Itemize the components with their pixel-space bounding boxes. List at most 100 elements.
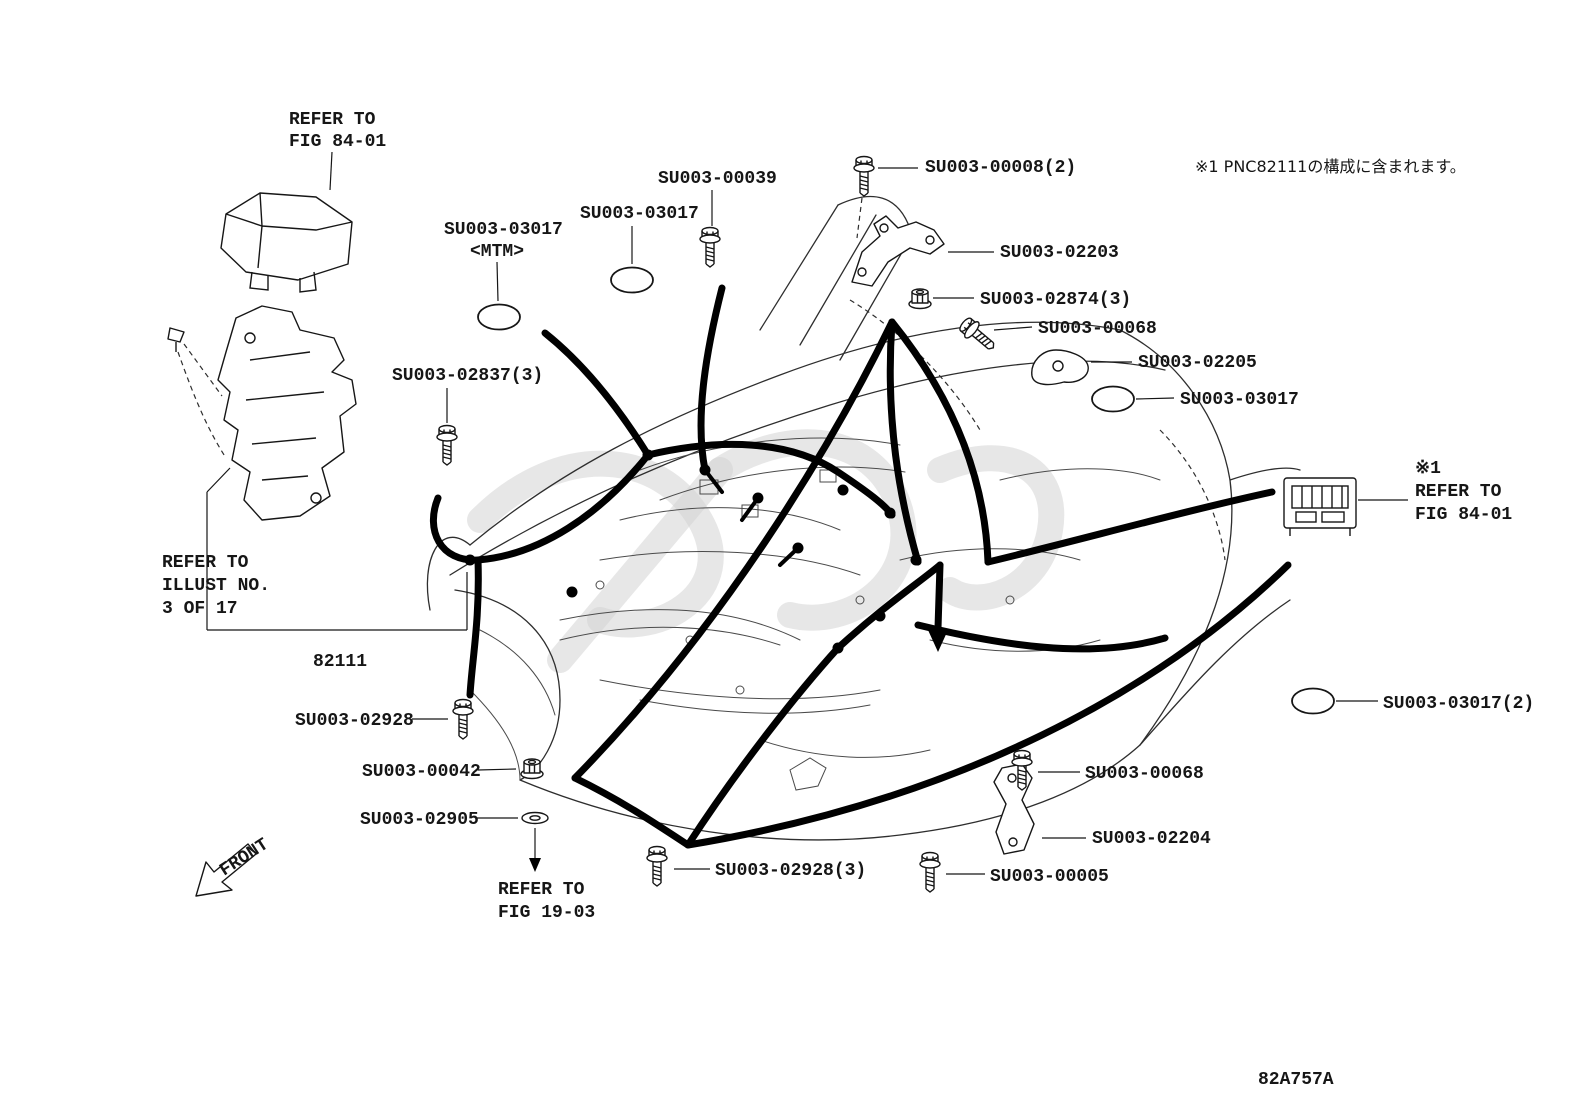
hole bbox=[595, 580, 605, 590]
harness-connector-dot bbox=[837, 484, 849, 496]
body-strut-lines bbox=[759, 204, 913, 361]
nut-icon-su003-00042 bbox=[520, 758, 544, 780]
panel-line bbox=[899, 548, 1081, 561]
ref-fig-84-01-top-line1: REFER TO bbox=[289, 110, 376, 130]
leader-line bbox=[1135, 397, 1175, 400]
bracket-hole bbox=[1008, 837, 1018, 847]
harness-line bbox=[684, 644, 842, 849]
bracket-sketch bbox=[789, 757, 827, 791]
harness-connector-dot bbox=[884, 507, 896, 519]
hidden-line bbox=[1159, 429, 1226, 561]
panel-line bbox=[559, 626, 781, 646]
relay-box-detail bbox=[225, 192, 353, 269]
wire-harness-82111 bbox=[430, 284, 1292, 849]
leader-lines bbox=[206, 151, 1408, 875]
body-line bbox=[469, 321, 1121, 546]
harness-line bbox=[886, 318, 922, 566]
body-line bbox=[519, 744, 1141, 841]
part-label-su003-02928-bottom: SU003-02928(3) bbox=[715, 861, 866, 881]
component-illust-3of17 bbox=[167, 305, 357, 521]
front-label: FRONT bbox=[216, 835, 272, 881]
ref-illust-line2: ILLUST NO. bbox=[162, 576, 270, 596]
part-label-su003-00005: SU003-00005 bbox=[990, 867, 1109, 887]
connector-sketch bbox=[741, 504, 759, 518]
harness-line bbox=[888, 318, 992, 566]
panel-line bbox=[639, 699, 871, 714]
body-line bbox=[1139, 599, 1291, 746]
relay-box-outline bbox=[220, 192, 353, 281]
clip-leader-dashed bbox=[177, 351, 227, 459]
bolt-icon-su003-00008 bbox=[853, 155, 875, 197]
leader-line bbox=[496, 261, 499, 302]
connector-block-grid bbox=[1291, 485, 1349, 509]
part-label-su003-00068-upper: SU003-00068 bbox=[1038, 319, 1157, 339]
connector-block-pins bbox=[1301, 486, 1343, 508]
watermark-swash bbox=[927, 445, 1065, 611]
part-label-su003-03017-top: SU003-03017 bbox=[580, 204, 699, 224]
hole bbox=[1005, 595, 1015, 605]
harness-line bbox=[541, 329, 652, 459]
bolt-icon-su003-02837 bbox=[436, 424, 458, 466]
ref-illust-line1: REFER TO bbox=[162, 553, 249, 573]
part-label-su003-03017-mtm-line1: SU003-03017 bbox=[444, 220, 563, 240]
clip-leader-dashed bbox=[183, 343, 223, 397]
part-label-su003-00039: SU003-00039 bbox=[658, 169, 777, 189]
text-labels: REFER TO FIG 84-01 SU003-00039 SU003-030… bbox=[162, 110, 1534, 1090]
connector-sketch bbox=[819, 469, 837, 483]
harness-line bbox=[684, 561, 1292, 849]
component-outline bbox=[217, 305, 357, 521]
harness-connector-dot bbox=[832, 642, 844, 654]
hole bbox=[855, 595, 865, 605]
part-label-82111: 82111 bbox=[313, 652, 367, 672]
drawing-number: 82A757A bbox=[1258, 1070, 1334, 1090]
bolt-icon-su003-02928-bottom bbox=[646, 845, 668, 887]
watermark-logo bbox=[467, 429, 1065, 673]
harness-connector-dot bbox=[642, 449, 654, 461]
watermark-swash bbox=[707, 429, 917, 631]
grommet-icon-su003-03017-mtm bbox=[477, 303, 521, 331]
connector-block-feet bbox=[1289, 528, 1351, 536]
bracket-outline bbox=[1031, 349, 1089, 386]
body-line bbox=[454, 589, 561, 781]
part-label-su003-00068-lower: SU003-00068 bbox=[1085, 764, 1204, 784]
harness-line bbox=[914, 621, 1169, 653]
bolt-icon-su003-00005 bbox=[919, 851, 941, 893]
grommet-icon-su003-03017-right bbox=[1091, 385, 1135, 413]
harness-line bbox=[466, 556, 482, 699]
harness-connector-dot bbox=[464, 554, 476, 566]
harness-line bbox=[430, 451, 652, 564]
panel-line bbox=[599, 551, 861, 576]
panel-line bbox=[479, 629, 556, 716]
harness-connector-dot bbox=[910, 554, 922, 566]
harness-line bbox=[697, 284, 726, 474]
bracket-outline bbox=[851, 215, 945, 287]
harness-line bbox=[571, 318, 896, 782]
relay-box-feet bbox=[249, 271, 317, 293]
harness-line bbox=[571, 774, 692, 849]
harness-arrowhead bbox=[928, 630, 948, 652]
panel-line bbox=[929, 639, 1101, 652]
ref-fig-84-01-top-line2: FIG 84-01 bbox=[289, 132, 386, 152]
harness-line bbox=[984, 488, 1276, 566]
part-label-su003-02874: SU003-02874(3) bbox=[980, 290, 1131, 310]
body-line bbox=[1119, 329, 1233, 746]
part-label-su003-03017-far-right: SU003-03017(2) bbox=[1383, 694, 1534, 714]
ref-fig-19-03-line1: REFER TO bbox=[498, 880, 585, 900]
leader-line bbox=[993, 326, 1033, 331]
body-line bbox=[599, 679, 881, 700]
body-line bbox=[837, 195, 913, 236]
bracket-su003-02205 bbox=[1031, 349, 1089, 386]
harness-line bbox=[834, 561, 944, 652]
connector-block-slot bbox=[1295, 511, 1317, 523]
nut-icon-su003-02874 bbox=[908, 288, 932, 310]
bolt-icon-su003-00039 bbox=[699, 226, 721, 268]
harness-connector-dot bbox=[752, 492, 764, 504]
leader-line bbox=[477, 768, 517, 771]
harness-line bbox=[644, 440, 896, 519]
bracket-hole bbox=[925, 235, 935, 245]
body-line bbox=[1229, 467, 1301, 481]
down-arrowhead bbox=[529, 858, 541, 872]
watermark-swash bbox=[467, 450, 724, 638]
part-label-su003-03017-right: SU003-03017 bbox=[1180, 390, 1299, 410]
